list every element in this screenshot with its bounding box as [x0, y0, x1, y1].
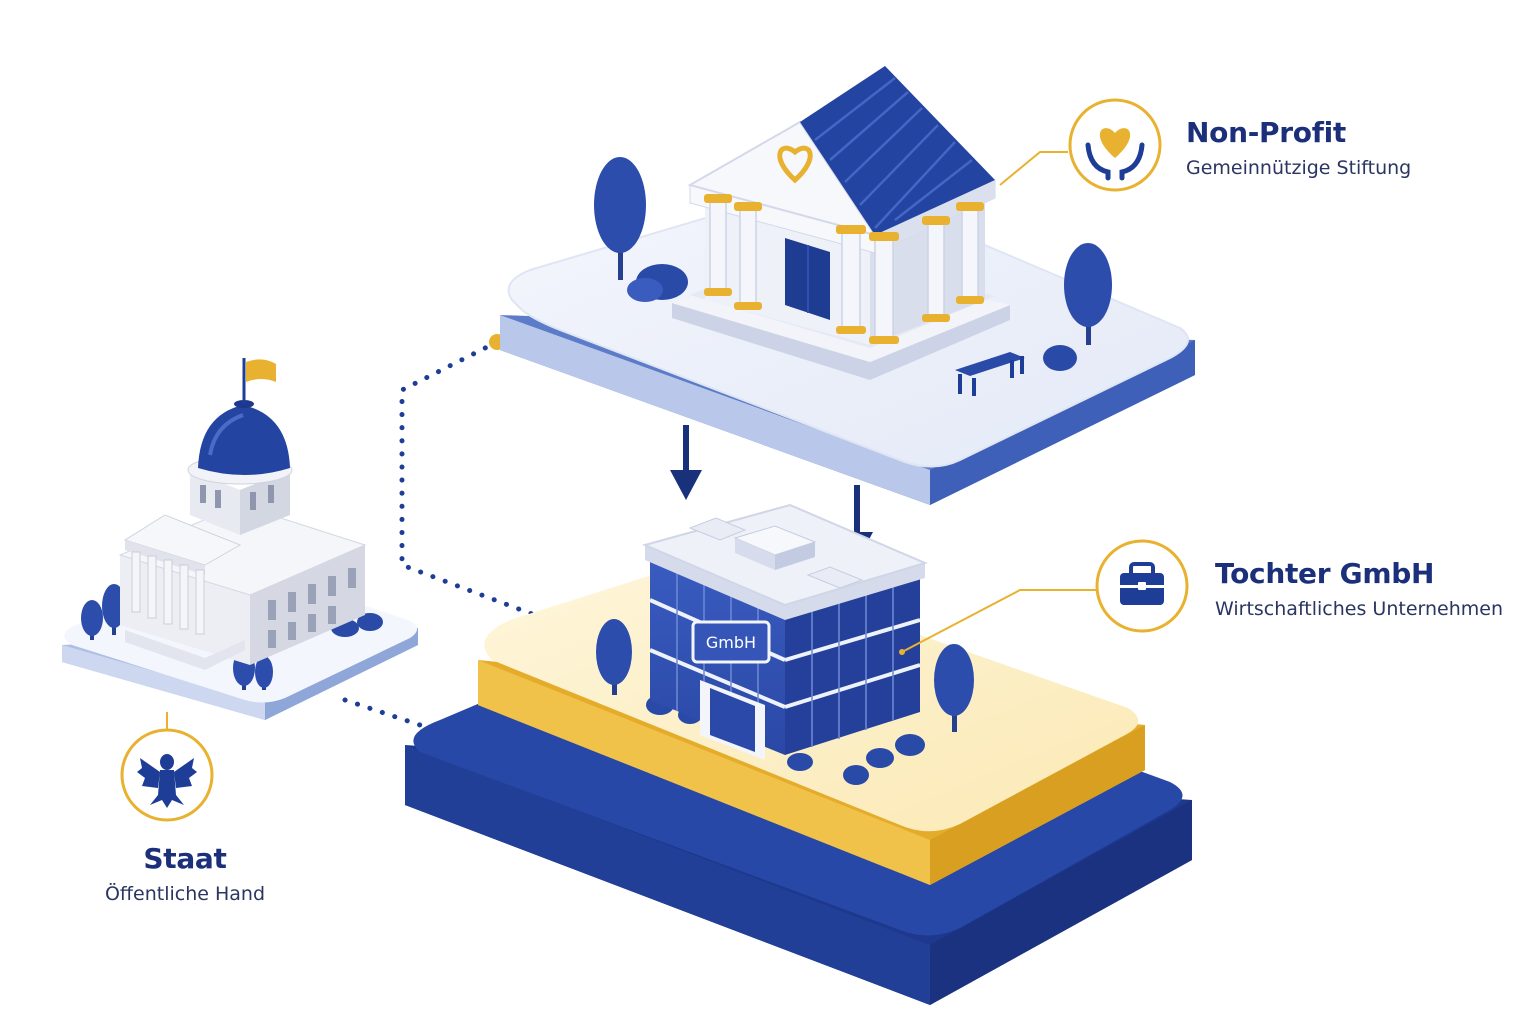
nonprofit-label: Non-Profit Gemeinnützige Stiftung: [1186, 116, 1411, 179]
tochter-subtitle: Wirtschaftliches Unternehmen: [1215, 598, 1503, 620]
tree-icon: [1064, 243, 1112, 345]
shrub-icon: [1043, 345, 1077, 371]
nonprofit-title: Non-Profit: [1186, 116, 1346, 149]
briefcase-icon: [1095, 539, 1189, 633]
nonprofit-temple-building: [672, 66, 1010, 380]
federal-eagle-icon: [120, 728, 214, 822]
tree-icon: [596, 619, 632, 695]
gmbh-sign: [691, 620, 771, 664]
shrub-icon: [787, 734, 925, 785]
staat-title: Staat: [143, 842, 227, 875]
tochter-title: Tochter GmbH: [1215, 557, 1435, 590]
tochter-office-building: [641, 503, 928, 760]
tree-icon: [255, 656, 273, 690]
shrub-icon: [627, 264, 688, 302]
column-capital: [704, 194, 984, 344]
tochter-label: Tochter GmbH Wirtschaftliches Unternehme…: [1215, 557, 1503, 620]
bench-icon: [955, 352, 1025, 396]
staat-subtitle: Öffentliche Hand: [104, 883, 266, 905]
flag-icon: [246, 359, 276, 382]
dotted-connector-staat-tochter: [342, 697, 438, 733]
heart-hands-icon: [1068, 98, 1162, 192]
nonprofit-subtitle: Gemeinnützige Stiftung: [1186, 157, 1412, 179]
dotted-connector-nonprofit-tochter: [399, 334, 556, 628]
arrow-down-icon: [670, 425, 702, 500]
tree-icon: [81, 600, 103, 640]
tree-icon: [934, 644, 974, 732]
tree-icon: [594, 157, 646, 280]
staat-label: Staat Öffentliche Hand: [100, 842, 270, 905]
gmbh-sign-label: GmbH: [706, 633, 756, 652]
staat-government-building: [118, 358, 367, 670]
